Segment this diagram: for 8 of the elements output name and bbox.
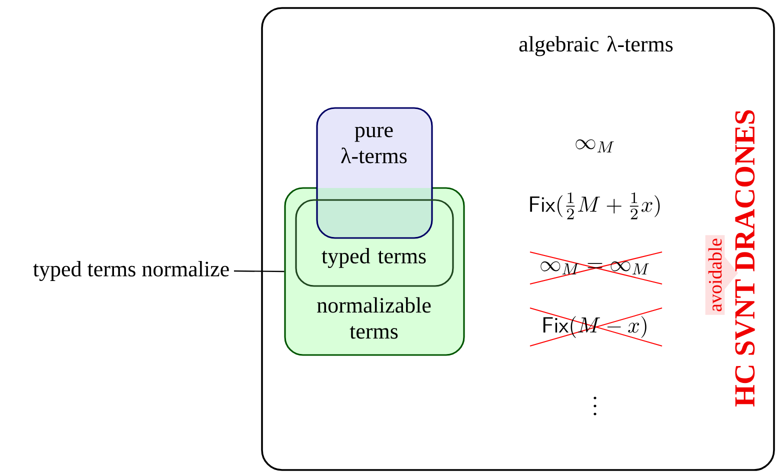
formula: $\infty_M$ (576, 139, 614, 152)
set-box: typed terms (295, 199, 454, 287)
formula: $\vdots$ (594, 396, 596, 416)
warning-text: HC SVNT DRACONES (735, 110, 755, 407)
formula: $\mathsf{Fix}(\tfrac{1}{2}M+\tfrac{1}{2}x)$ (530, 192, 660, 220)
annotation-text: typed terms normalize (33, 261, 229, 281)
set-box: pure λ-terms (316, 107, 433, 239)
leader-line (234, 270, 284, 272)
